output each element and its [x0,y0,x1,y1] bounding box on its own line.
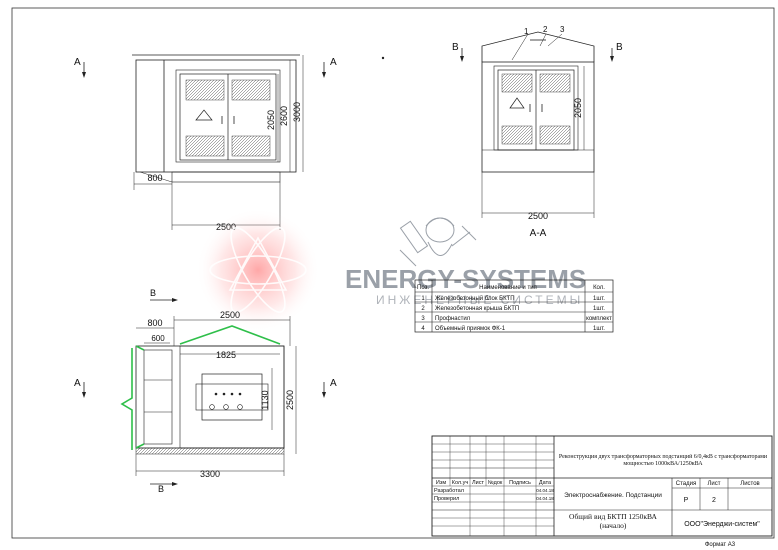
dim-plan-total: 3300 [200,469,220,479]
tb-stage-label: Стадия [676,481,696,487]
section-mark-right: A [330,378,337,389]
tb-project: Реконструкция двух трансформаторных подс… [558,454,768,467]
louvers-section [501,73,571,145]
callout-1: 1 [524,27,529,36]
tb-checked: Проверил [434,496,459,502]
dim-plan-top: 2500 [220,310,240,320]
front-view: 2500 800 2050 2600 3000 A A [74,54,337,232]
spec-header-qty: Кол. [593,285,605,291]
section-mark-left: B [452,42,459,53]
section-mark-right: B [616,42,623,53]
dim-front-side: 800 [147,173,162,183]
section-mark-left: A [74,378,81,389]
dim-plan-1130: 1130 [260,390,270,409]
engineer-mascot-icon [399,217,477,267]
dim-front-h1: 2600 [279,106,289,126]
tb-date1: 04.04.18 [536,488,554,493]
tb-label-podpis: Подпись [509,480,531,486]
tb-label-izm: Изм [436,480,446,486]
tb-label-data: Дата [539,480,552,486]
spec-table: Поз. Наименование и тип Кол. 1 Железобет… [414,279,614,333]
tb-company: ООО"Энерджи-систем" [684,521,760,528]
section-mark-bottom: B [158,484,164,494]
section-view: 2500 2050 A-A 1 2 3 B B [381,25,623,239]
dim-plan-2500: 2500 [285,390,295,410]
spec-row-qty: 1шт. [593,306,605,312]
atom-logo-icon [209,227,307,313]
tb-project-box: Реконструкция двух трансформаторных подс… [558,454,768,467]
callout-2: 2 [543,25,548,34]
dim-section-width: 2500 [528,211,548,221]
tb-section: Электроснабжение. Подстанции [564,491,662,499]
dim-front-h2: 3000 [292,102,302,122]
section-title: A-A [530,228,547,239]
tb-date2: 04.04.18 [536,496,554,501]
tb-drawing-title: Общий вид БКТП 1250кВА (начало) [569,512,657,530]
transformer [195,373,269,421]
tb-label-koluch: Кол.уч [452,480,469,486]
spec-row-pos: 3 [421,316,425,322]
warning-sign-icon [509,97,525,109]
tb-stage: Р [684,497,689,504]
dim-plan-600: 600 [151,334,165,343]
spec-row-qty: 1шт. [593,296,605,302]
spec-row-qty: комплект [586,316,612,322]
plan-view: 800 2500 600 1825 1130 2500 [74,288,337,494]
spec-row-pos: 1 [421,296,425,302]
title-block [431,435,773,537]
louvers-front [185,79,271,157]
tb-drawing-title-box: Общий вид БКТП 1250кВА (начало) [569,512,657,530]
tb-sheets-label: Листов [740,481,760,487]
sheet-frame [11,7,775,539]
warning-sign-icon [195,109,213,121]
dim-section-door-height: 2050 [573,98,583,118]
spec-row-pos: 4 [421,326,425,332]
title-block-text: Изм Кол.уч Лист №док Подпись Дата Разраб… [434,454,768,548]
watermark: ENERGY-SYSTEMS ИНЖЕНЕРНЫЕ СИСТЕМЫ [196,208,586,332]
section-mark-left: A [74,57,81,68]
tb-sheet-label: Лист [707,481,720,487]
watermark-subtitle: ИНЖЕНЕРНЫЕ СИСТЕМЫ [376,293,583,307]
spec-row-name: Железобетонная крыша БКТП [435,306,519,312]
section-mark-right: A [330,57,337,68]
callout-3: 3 [560,25,565,34]
spec-row-name: Профнастил [435,316,471,322]
spec-header-name: Наименование и тип [479,285,537,291]
watermark-title: ENERGY-SYSTEMS [345,264,586,294]
spec-row-qty: 1шт. [593,326,605,332]
tb-sheet: 2 [712,497,716,504]
tb-label-ndok: №док [488,480,503,486]
grounding-loop [120,325,281,450]
dim-plan-800: 800 [147,318,162,328]
dim-plan-inner: 1825 [216,350,236,360]
spec-row-pos: 2 [421,306,425,312]
tb-developed: Разработал [434,488,464,494]
spec-row-name: Объемный приямок ФК-1 [435,325,506,332]
dim-front-door-height: 2050 [266,110,276,130]
tb-label-list: Лист [472,480,484,486]
spec-row-name: Железобетонный блок БКТП [435,295,515,302]
spec-header-pos: Поз. [417,285,429,291]
tb-format: Формат А3 [705,542,736,548]
section-mark-top: B [150,288,156,298]
